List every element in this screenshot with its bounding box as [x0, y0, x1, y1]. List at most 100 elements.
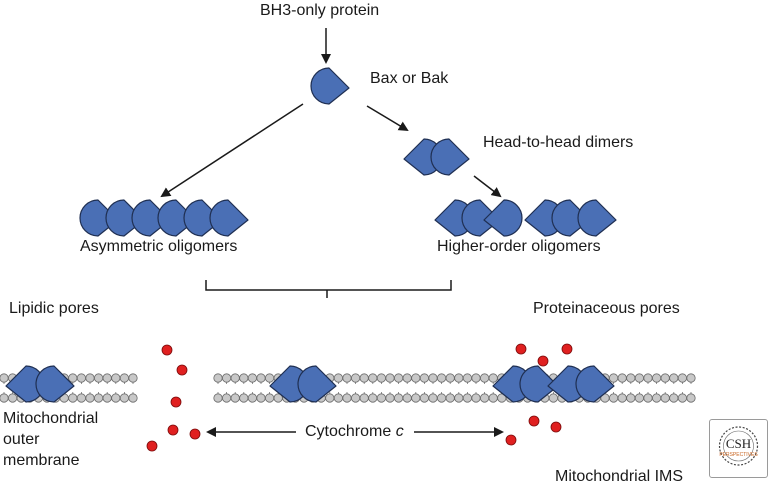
lipid-head — [660, 373, 670, 383]
lipid-head — [230, 373, 240, 383]
lipid-head — [436, 373, 447, 383]
logo-text-sub: PERSPECTIVES — [719, 452, 758, 458]
csh-perspectives-logo: CSH PERSPECTIVES — [709, 419, 768, 478]
label-asymmetric-oligomers: Asymmetric oligomers — [80, 238, 238, 255]
arrow-bax-to-asymmetric — [160, 103, 304, 198]
lipid-head — [119, 393, 130, 403]
lipid-head — [247, 373, 257, 383]
lipid-head — [333, 373, 343, 383]
lipid-head — [488, 373, 498, 383]
lipid-head — [376, 373, 386, 383]
logo-text-main: CSH — [726, 436, 751, 451]
lipid-head — [393, 393, 404, 403]
lipid-head — [111, 373, 121, 383]
lipid-head — [8, 393, 18, 403]
lipid-head — [669, 373, 679, 383]
lipid-head — [411, 393, 421, 403]
lipid-head — [488, 393, 498, 403]
lipid-head — [385, 393, 395, 403]
lipid-head — [626, 393, 636, 403]
lipid-head — [342, 373, 352, 383]
lipid-head — [68, 393, 78, 403]
lipid-head — [651, 373, 662, 383]
cytochrome-dot — [561, 343, 573, 355]
label-lipidic-pores: Lipidic pores — [9, 300, 99, 317]
lipid-head — [479, 373, 490, 383]
lipid-head — [462, 393, 472, 403]
lipid-head — [376, 393, 386, 403]
lipid-head — [119, 373, 130, 383]
label-mito-outer-line1: Mitochondrial — [3, 410, 99, 427]
cytochrome-italic-c: c — [395, 423, 404, 440]
lipid-head — [445, 373, 455, 383]
head-to-head-dimer — [403, 138, 470, 176]
lipid-head — [85, 393, 95, 403]
lipid-head — [454, 393, 464, 403]
lipid-head — [222, 373, 232, 383]
lipid-head — [213, 393, 223, 403]
cytochrome-dot — [189, 428, 201, 440]
lipid-head — [385, 373, 395, 383]
lipid-head — [677, 393, 688, 403]
lipid-head — [428, 393, 438, 403]
lipid-head — [213, 373, 223, 383]
lipid-head — [393, 373, 404, 383]
cytochrome-dot — [550, 421, 562, 433]
lipid-head — [85, 373, 95, 383]
lipid-head — [102, 373, 112, 383]
lipid-head — [359, 373, 369, 383]
lipid-head — [247, 393, 257, 403]
lipid-head — [76, 373, 87, 383]
cytochrome-dot — [515, 343, 527, 355]
cytochrome-c-molecules — [146, 343, 573, 452]
lipid-head — [256, 373, 266, 383]
lipid-head — [419, 373, 429, 383]
label-mito-outer-line3: membrane — [3, 452, 80, 469]
lipid-head — [462, 373, 472, 383]
label-bax-or-bak: Bax or Bak — [370, 70, 449, 87]
arrow-dimer-to-higher-order — [473, 175, 502, 198]
lipid-head — [402, 373, 412, 383]
lipid-head — [608, 373, 619, 383]
lipid-head — [239, 393, 249, 403]
lipid-head — [128, 373, 138, 383]
lipid-head — [454, 373, 464, 383]
lipid-head — [548, 393, 559, 403]
lipid-head — [0, 373, 9, 383]
lipid-head — [230, 393, 240, 403]
lipid-head — [643, 373, 653, 383]
bracket — [205, 280, 452, 298]
lipid-head — [350, 393, 361, 403]
arrow-bax-to-dimer — [366, 105, 409, 132]
cytochrome-dot — [146, 440, 158, 452]
lipid-head — [102, 393, 112, 403]
lipid-head — [617, 373, 627, 383]
lipid-head — [239, 373, 249, 383]
lipid-head — [94, 373, 104, 383]
label-cytochrome-c: Cytochrome c — [305, 423, 404, 441]
lipid-head — [660, 393, 670, 403]
lipid-head — [264, 393, 275, 403]
logo-emblem-icon: CSH PERSPECTIVES — [718, 426, 758, 466]
lipid-head — [0, 393, 9, 403]
label-higher-order-oligomers: Higher-order oligomers — [437, 238, 601, 255]
cytochrome-prefix: Cytochrome — [305, 423, 396, 440]
asymmetric-oligomer — [79, 199, 249, 237]
label-mito-outer-line2: outer — [3, 431, 40, 448]
cytochrome-dot — [537, 355, 549, 367]
lipid-head — [677, 373, 688, 383]
lipid-head — [222, 393, 232, 403]
lipid-head — [368, 373, 378, 383]
cytochrome-dot — [176, 364, 188, 376]
lipid-head — [669, 393, 679, 403]
lipid-head — [342, 393, 352, 403]
cytochrome-dot — [170, 396, 182, 408]
lipid-head — [128, 393, 138, 403]
lipid-head — [402, 393, 412, 403]
lipid-head — [411, 373, 421, 383]
cytochrome-dot — [528, 415, 540, 427]
lipid-head — [350, 373, 361, 383]
lipid-head — [471, 393, 481, 403]
lipid-head — [325, 393, 335, 403]
